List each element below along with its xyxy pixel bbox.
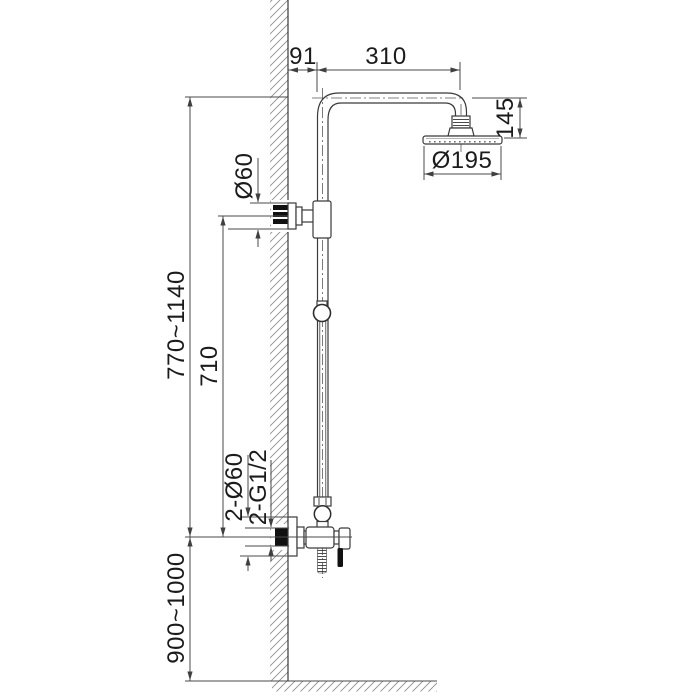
arrowhead: [245, 507, 251, 517]
arrowhead: [187, 537, 193, 547]
bracket-anchor-bar: [273, 212, 288, 217]
head-disc: [422, 135, 503, 145]
dim-label-710: 710: [196, 345, 223, 387]
head-connector: [447, 127, 475, 137]
arrowhead: [517, 98, 523, 108]
arrowhead: [220, 216, 226, 226]
dim-bracket-diameter-60: Ø60: [228, 153, 288, 247]
arrowhead: [424, 171, 434, 177]
arrowhead: [317, 67, 327, 73]
floor-hatch: [272, 681, 437, 692]
dim-head-diameter-195: Ø195: [423, 146, 502, 180]
dim-label-900-1000: 900~1000: [163, 552, 190, 663]
valve-lever: [337, 548, 343, 567]
dim-label-2x60: 2-Ø60: [221, 452, 248, 521]
arrowhead: [289, 67, 298, 73]
shower-hose: [317, 547, 327, 574]
dim-arm-reach-310: 310: [317, 43, 461, 90]
dim-label-310: 310: [365, 43, 407, 70]
shower-unit: [271, 92, 503, 574]
pipe-inner-edge: [327, 102, 457, 497]
arrowhead: [220, 527, 226, 537]
floor: [185, 680, 437, 692]
wall-hatch: [270, 0, 288, 681]
knob-circle: [312, 303, 332, 323]
valve-cap: [338, 527, 351, 550]
dim-label-770-1140: 770~1140: [163, 270, 190, 380]
dimensions: 91 310 145 Ø195: [163, 43, 527, 681]
dim-label-145: 145: [492, 97, 519, 139]
dim-arm-offset-91: 91: [288, 43, 460, 92]
shower-head: [422, 115, 503, 145]
arrowhead: [268, 546, 274, 556]
ball-joint: [313, 505, 332, 523]
pipe-outer-edge: [316, 92, 468, 497]
arrowhead: [187, 527, 193, 537]
dim-overall-height: 770~1140: [163, 96, 288, 537]
arrowhead: [450, 67, 460, 73]
riser-pipe: [316, 92, 468, 497]
dim-label-2g12: 2-G1/2: [245, 449, 272, 525]
arrowhead: [187, 97, 193, 107]
dim-bracket-to-valve-710: 710: [196, 215, 288, 537]
dim-head-drop-145: 145: [472, 97, 527, 139]
riser-coupler: [312, 200, 332, 239]
dim-valve-height: 900~1000: [163, 537, 193, 681]
dim-escutcheons-2x60: 2-Ø60: [221, 452, 289, 571]
bracket-anchor-bar: [273, 219, 288, 224]
dim-inlet-thread-2g12: 2-G1/2: [245, 449, 289, 561]
wall: [270, 0, 289, 681]
arrowhead: [268, 518, 274, 528]
arrowhead: [255, 193, 261, 203]
dim-label-91: 91: [289, 43, 317, 70]
arrowhead: [255, 229, 261, 239]
bracket-flange: [287, 202, 297, 230]
arrowhead: [517, 128, 523, 138]
dim-label-60: Ø60: [231, 153, 258, 200]
bracket-anchor-bar: [273, 205, 288, 210]
arrowhead: [187, 671, 193, 681]
arrowhead: [307, 67, 317, 73]
arrowhead: [245, 556, 251, 566]
riser-nut: [313, 496, 332, 507]
slider-knob: [312, 300, 332, 323]
bracket-arm: [301, 209, 315, 223]
arrowhead: [491, 171, 501, 177]
bracket-step: [295, 206, 303, 226]
dim-label-195: Ø195: [432, 147, 493, 174]
